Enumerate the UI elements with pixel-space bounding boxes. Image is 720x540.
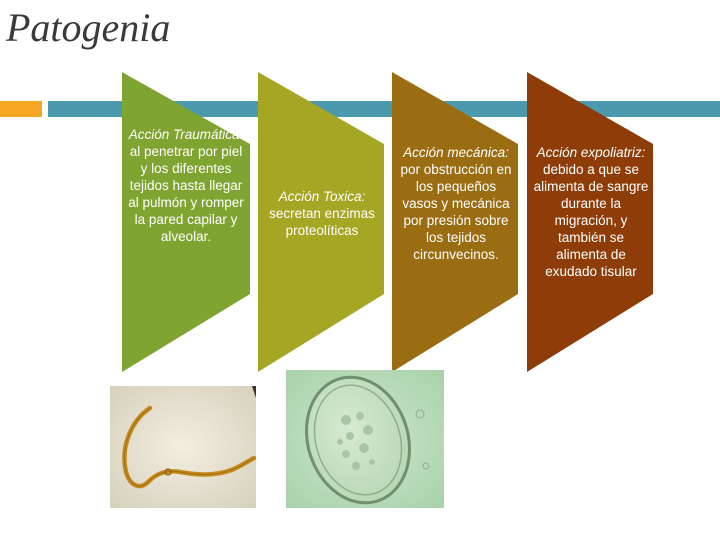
- step-toxica-shape: [258, 72, 384, 372]
- step-expoliatriz-shape: [527, 72, 653, 372]
- step-expoliatriz-heading: Acción expoliatriz:: [536, 145, 646, 160]
- step-traumatica-shape: [122, 72, 250, 372]
- step-expoliatriz-text: Acción expoliatriz: debido a que se alim…: [531, 144, 651, 280]
- larva-worm-image: [110, 386, 256, 508]
- step-mecanica-shape: [392, 72, 518, 372]
- step-toxica-heading: Acción Toxica:: [278, 189, 366, 204]
- step-mecanica: Acción mecánica: por obstrucción en los …: [392, 72, 518, 372]
- step-traumatica-body: al penetrar por piel y los diferentes te…: [128, 144, 244, 244]
- step-mecanica-text: Acción mecánica: por obstrucción en los …: [400, 144, 512, 263]
- step-mecanica-body: por obstrucción en los pequeños vasos y …: [400, 162, 512, 262]
- slide-title: Patogenia: [6, 5, 171, 50]
- egg-micrograph-image: [286, 370, 444, 508]
- step-toxica-body: secretan enzimas proteolíticas: [269, 206, 375, 238]
- step-toxica-text: Acción Toxica: secretan enzimas proteolí…: [266, 188, 378, 239]
- step-expoliatriz-body: debido a que se alimenta de sangre duran…: [533, 162, 649, 279]
- step-traumatica-heading: Acción Traumática:: [128, 127, 244, 142]
- step-toxica: Acción Toxica: secretan enzimas proteolí…: [258, 72, 384, 372]
- accent-bar-orange: [0, 101, 42, 117]
- step-mecanica-heading: Acción mecánica:: [403, 145, 509, 160]
- step-traumatica-text: Acción Traumática: al penetrar por piel …: [126, 126, 246, 245]
- step-traumatica: Acción Traumática: al penetrar por piel …: [122, 72, 250, 372]
- step-expoliatriz: Acción expoliatriz: debido a que se alim…: [527, 72, 653, 372]
